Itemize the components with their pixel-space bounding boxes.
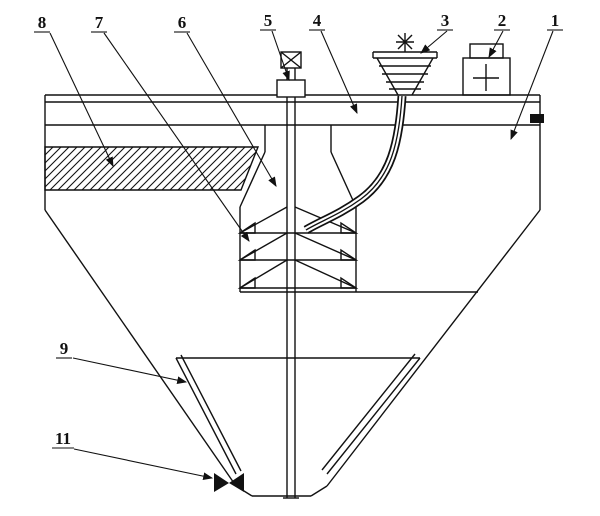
feed-pipe bbox=[303, 95, 407, 234]
bottom-valve bbox=[214, 473, 244, 492]
leader-2 bbox=[488, 30, 504, 58]
label-3: 3 bbox=[441, 11, 450, 30]
shaft-bearing bbox=[276, 79, 306, 98]
leader-3 bbox=[420, 30, 448, 54]
label-11: 11 bbox=[55, 429, 71, 448]
center-shaft bbox=[276, 51, 306, 499]
label-9: 9 bbox=[60, 339, 69, 358]
label-8: 8 bbox=[38, 13, 47, 32]
label-2: 2 bbox=[498, 11, 507, 30]
drive-assembly bbox=[372, 33, 438, 96]
leader-8 bbox=[49, 32, 114, 167]
label-1: 1 bbox=[551, 11, 560, 30]
leader-11 bbox=[73, 448, 214, 480]
hatch-region bbox=[44, 146, 260, 191]
leader-lines bbox=[49, 30, 554, 480]
label-4: 4 bbox=[313, 11, 322, 30]
leader-7 bbox=[103, 32, 250, 242]
feed-box bbox=[462, 43, 511, 96]
leader-9 bbox=[72, 357, 188, 384]
leader-4 bbox=[320, 30, 358, 115]
leader-1 bbox=[510, 30, 554, 141]
callout-labels: 8 7 6 5 4 3 2 1 9 11 bbox=[34, 11, 563, 449]
label-5: 5 bbox=[264, 11, 273, 30]
leader-5 bbox=[271, 30, 290, 82]
baffle-cones bbox=[237, 206, 359, 289]
leader-6 bbox=[186, 32, 277, 187]
overflow-nozzle bbox=[530, 114, 544, 123]
feedwell bbox=[239, 125, 357, 292]
label-7: 7 bbox=[95, 13, 104, 32]
label-6: 6 bbox=[178, 13, 187, 32]
tank-outline bbox=[44, 94, 544, 497]
